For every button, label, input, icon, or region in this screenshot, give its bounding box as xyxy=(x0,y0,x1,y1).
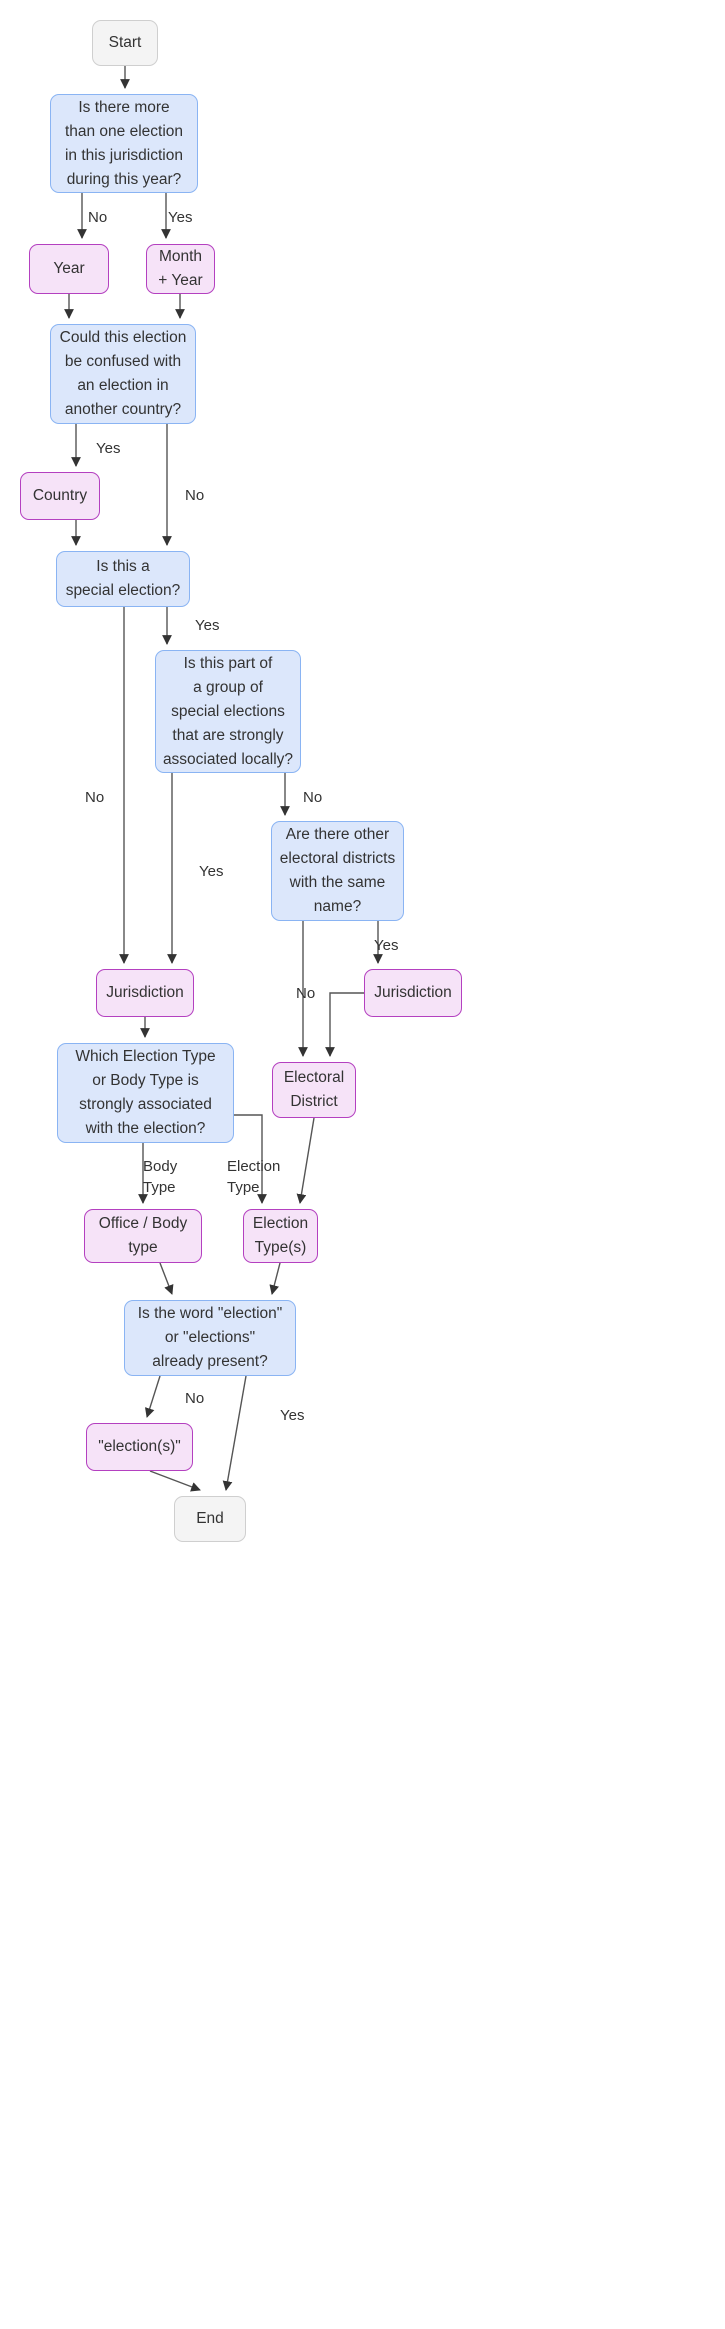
node-electoral-district[interactable]: Electoral District xyxy=(272,1062,356,1118)
edge-electoraldistrict-electiontypes xyxy=(296,1117,315,1204)
edge-label-confused-yes: Yes xyxy=(96,440,121,457)
node-word-election-present-question[interactable]: Is the word "election" or "elections" al… xyxy=(124,1300,296,1376)
node-confused-country-question[interactable]: Could this election be confused with an … xyxy=(50,324,196,424)
edge-label-multiple-no: No xyxy=(88,209,108,226)
node-start[interactable]: Start xyxy=(92,20,158,66)
edge-wordpresent-elections xyxy=(144,1375,161,1418)
node-election-s[interactable]: "election(s)" xyxy=(86,1423,193,1471)
edge-label-multiple-yes: Yes xyxy=(168,209,193,226)
edge-jurisdiction2-electoraldistrict xyxy=(325,992,364,1057)
edge-label-group-no: No xyxy=(303,789,323,806)
edge-elections-end xyxy=(149,1470,201,1492)
node-group-special-elections-question[interactable]: Is this part of a group of special elect… xyxy=(155,650,301,773)
edge-label-word-yes: Yes xyxy=(280,1407,305,1424)
edge-label-word-no: No xyxy=(185,1390,205,1407)
edge-label-election-type: Election Type xyxy=(227,1158,281,1196)
node-jurisdiction-2[interactable]: Jurisdiction xyxy=(364,969,462,1017)
edge-label-confused-no: No xyxy=(185,487,205,504)
edge-label-districts-yes: Yes xyxy=(374,937,399,954)
node-special-election-question[interactable]: Is this a special election? xyxy=(56,551,190,607)
edge-label-special-yes: Yes xyxy=(195,617,220,634)
node-election-types[interactable]: Election Type(s) xyxy=(243,1209,318,1263)
node-other-districts-question[interactable]: Are there other electoral districts with… xyxy=(271,821,404,921)
edge-electiontypes-wordpresent xyxy=(269,1262,281,1295)
edge-label-body-type: Body Type xyxy=(143,1158,178,1196)
node-year[interactable]: Year xyxy=(29,244,109,294)
edge-officebody-wordpresent xyxy=(159,1262,174,1295)
node-jurisdiction-1[interactable]: Jurisdiction xyxy=(96,969,194,1017)
node-month-year[interactable]: Month + Year xyxy=(146,244,215,294)
node-multiple-elections-question[interactable]: Is there more than one election in this … xyxy=(50,94,198,193)
node-office-body-type[interactable]: Office / Body type xyxy=(84,1209,202,1263)
edge-wordpresent-end xyxy=(222,1375,247,1491)
edge-label-special-no: No xyxy=(85,789,105,806)
edge-label-group-yes: Yes xyxy=(199,863,224,880)
node-end[interactable]: End xyxy=(174,1496,246,1542)
node-country[interactable]: Country xyxy=(20,472,100,520)
node-election-type-question[interactable]: Which Election Type or Body Type is stro… xyxy=(57,1043,234,1143)
edge-label-districts-no: No xyxy=(296,985,316,1002)
